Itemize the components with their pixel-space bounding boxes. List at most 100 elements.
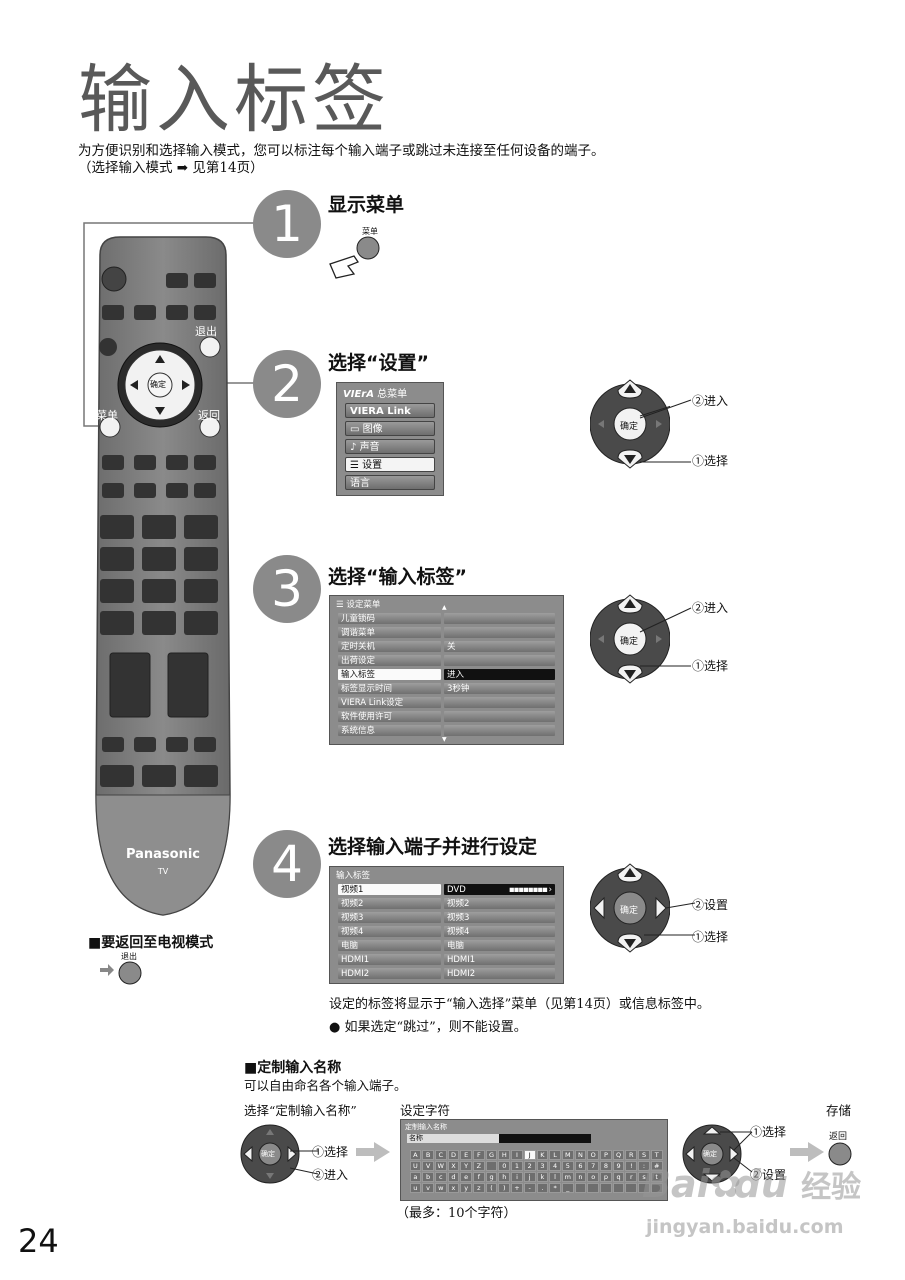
keyboard-key[interactable]: C xyxy=(434,1150,447,1160)
setup-row-viera-link[interactable]: VIERA Link设定 xyxy=(338,697,555,709)
keyboard-key[interactable]: ) xyxy=(498,1183,511,1193)
keyboard-key[interactable]: R xyxy=(625,1150,638,1160)
setup-row-input-labels[interactable]: 输入标签进入 xyxy=(338,669,555,681)
keyboard-key[interactable] xyxy=(574,1183,587,1193)
keyboard-key[interactable]: 1 xyxy=(511,1161,523,1171)
keyboard-key[interactable]: g xyxy=(485,1172,498,1182)
keyboard-key[interactable]: + xyxy=(511,1183,523,1193)
keyboard-key[interactable] xyxy=(625,1183,638,1193)
main-menu-item-sound[interactable]: ♪ 声音 xyxy=(345,439,435,454)
keyboard-key[interactable]: H xyxy=(498,1150,511,1160)
input-row-value[interactable]: DVD▪▪▪▪▪▪▪▪ › xyxy=(444,884,555,895)
keyboard-key[interactable]: h xyxy=(498,1172,511,1182)
keyboard-key[interactable]: A xyxy=(409,1150,422,1160)
keyboard-key[interactable]: T xyxy=(650,1150,663,1160)
keyboard-name-field[interactable] xyxy=(499,1134,591,1143)
keyboard-key[interactable]: 5 xyxy=(561,1161,574,1171)
return-button-icon[interactable] xyxy=(826,1140,856,1170)
keyboard-key[interactable]: E xyxy=(460,1150,473,1160)
keyboard-key[interactable]: Z xyxy=(473,1161,485,1171)
keyboard-key[interactable]: X xyxy=(447,1161,460,1171)
keyboard-key[interactable]: _ xyxy=(561,1183,574,1193)
keyboard-key[interactable]: p xyxy=(600,1172,612,1182)
setup-row-system-info[interactable]: 系统信息 xyxy=(338,725,555,737)
keyboard-key[interactable]: w xyxy=(434,1183,447,1193)
keyboard-key[interactable]: l xyxy=(549,1172,561,1182)
keyboard-key[interactable]: 3 xyxy=(536,1161,549,1171)
setup-row-tuning[interactable]: 调谐菜单 xyxy=(338,627,555,639)
keyboard-key[interactable]: J xyxy=(523,1150,536,1160)
keyboard-key[interactable] xyxy=(638,1183,650,1193)
keyboard-key[interactable]: # xyxy=(650,1161,663,1171)
keyboard-key[interactable]: m xyxy=(561,1172,574,1182)
keyboard-key[interactable]: 7 xyxy=(587,1161,600,1171)
main-menu-item-viera-link[interactable]: VIERA Link xyxy=(345,403,435,418)
keyboard-key[interactable]: . xyxy=(536,1183,549,1193)
keyboard-key[interactable]: e xyxy=(460,1172,473,1182)
keyboard-key[interactable]: d xyxy=(447,1172,460,1182)
main-menu-item-language[interactable]: 语言 xyxy=(345,475,435,490)
keyboard-key[interactable]: F xyxy=(473,1150,485,1160)
keyboard-key[interactable]: k xyxy=(536,1172,549,1182)
keyboard-key[interactable]: y xyxy=(460,1183,473,1193)
keyboard-key[interactable] xyxy=(485,1161,498,1171)
keyboard-key[interactable]: t xyxy=(650,1172,663,1182)
input-row-pc[interactable]: 电脑电脑 xyxy=(338,940,555,952)
keyboard-key[interactable]: f xyxy=(473,1172,485,1182)
keyboard-key[interactable]: ( xyxy=(485,1183,498,1193)
keyboard-key[interactable]: b xyxy=(422,1172,434,1182)
keyboard-key[interactable] xyxy=(650,1183,663,1193)
keyboard-key[interactable]: D xyxy=(447,1150,460,1160)
main-menu-item-picture[interactable]: ▭ 图像 xyxy=(345,421,435,436)
keyboard-key[interactable]: - xyxy=(523,1183,536,1193)
setup-row-software-license[interactable]: 软件使用许可 xyxy=(338,711,555,723)
keyboard-key[interactable]: L xyxy=(549,1150,561,1160)
keyboard-key[interactable]: O xyxy=(587,1150,600,1160)
keyboard-key[interactable]: Q xyxy=(612,1150,625,1160)
keyboard-key[interactable]: B xyxy=(422,1150,434,1160)
keyboard-key[interactable]: M xyxy=(561,1150,574,1160)
keyboard-key[interactable]: P xyxy=(600,1150,612,1160)
keyboard-key[interactable]: N xyxy=(574,1150,587,1160)
scroll-down-icon[interactable]: ▼ xyxy=(442,736,447,743)
setup-row-off-timer[interactable]: 定时关机关 xyxy=(338,641,555,653)
keyboard-key[interactable]: 8 xyxy=(600,1161,612,1171)
keyboard-key[interactable]: j xyxy=(523,1172,536,1182)
keyboard-key[interactable]: S xyxy=(638,1150,650,1160)
keyboard-key[interactable]: u xyxy=(409,1183,422,1193)
scroll-up-icon[interactable]: ▲ xyxy=(442,604,447,611)
keyboard-key[interactable]: i xyxy=(511,1172,523,1182)
keyboard-key[interactable]: K xyxy=(536,1150,549,1160)
keyboard-key[interactable]: n xyxy=(574,1172,587,1182)
keyboard-key[interactable]: x xyxy=(447,1183,460,1193)
keyboard-key[interactable]: 6 xyxy=(574,1161,587,1171)
keyboard-key[interactable]: Y xyxy=(460,1161,473,1171)
keyboard-key[interactable]: ! xyxy=(625,1161,638,1171)
keyboard-key[interactable]: a xyxy=(409,1172,422,1182)
keyboard-key[interactable]: r xyxy=(625,1172,638,1182)
keyboard-key[interactable]: : xyxy=(638,1161,650,1171)
exit-button-icon[interactable] xyxy=(98,958,148,988)
keyboard-key[interactable]: o xyxy=(587,1172,600,1182)
keyboard-key[interactable]: W xyxy=(434,1161,447,1171)
keyboard-key[interactable]: q xyxy=(612,1172,625,1182)
keyboard-key[interactable] xyxy=(612,1183,625,1193)
main-menu-item-setup[interactable]: ☰ 设置 xyxy=(345,457,435,472)
keyboard-key[interactable]: 4 xyxy=(549,1161,561,1171)
keyboard-key[interactable] xyxy=(587,1183,600,1193)
keyboard-key[interactable]: G xyxy=(485,1150,498,1160)
setup-row-shipping[interactable]: 出荷设定 xyxy=(338,655,555,667)
keyboard-key[interactable]: 9 xyxy=(612,1161,625,1171)
keyboard-key[interactable]: v xyxy=(422,1183,434,1193)
keyboard-key[interactable]: 0 xyxy=(498,1161,511,1171)
keyboard-key[interactable]: U xyxy=(409,1161,422,1171)
keyboard-key[interactable]: s xyxy=(638,1172,650,1182)
keyboard-key[interactable]: I xyxy=(511,1150,523,1160)
keyboard-key[interactable]: 2 xyxy=(523,1161,536,1171)
